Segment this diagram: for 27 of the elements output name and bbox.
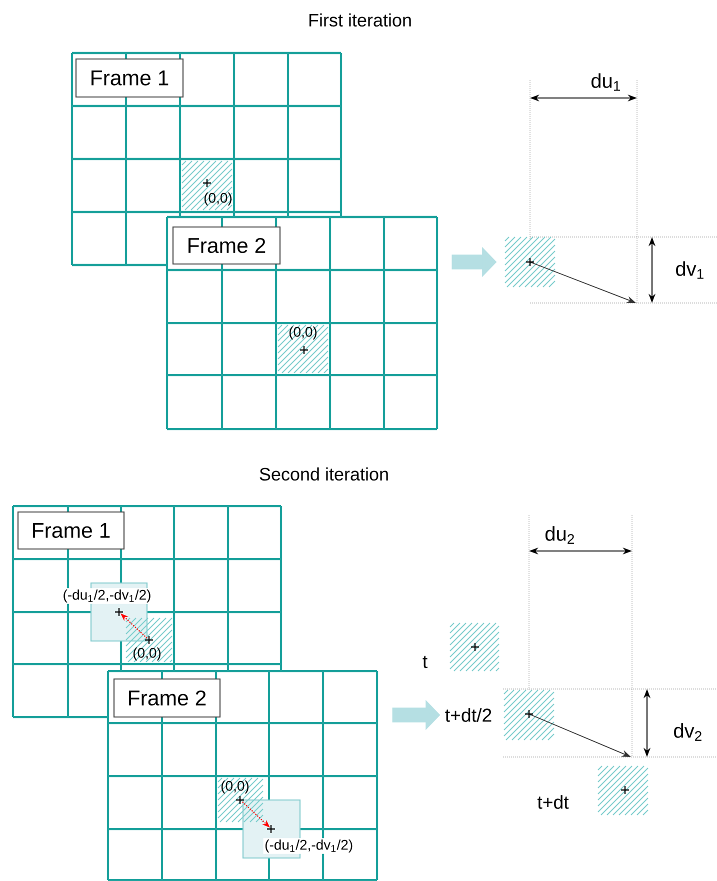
- hatched-square: [504, 236, 556, 288]
- dimension-label: dv$_{2}$: [674, 723, 702, 741]
- frame-label: Frame 1: [75, 58, 184, 98]
- heading: Second iteration: [260, 467, 388, 481]
- coordinate-label: (0,0): [289, 326, 317, 340]
- heading: First iteration: [309, 13, 411, 27]
- coordinate-label: (0,0): [204, 192, 232, 206]
- hatched-square: [182, 160, 232, 210]
- frame-label: Frame 2: [113, 678, 221, 718]
- hatched-square: [598, 766, 648, 816]
- hatched-square: [278, 324, 328, 374]
- hatched-square: [504, 690, 554, 740]
- hatched-square: [218, 778, 264, 822]
- dimension-label: dv$_{1}$: [676, 261, 704, 279]
- dimension-label: du$_{2}$: [546, 526, 574, 544]
- frame-label: Frame 2: [172, 226, 281, 265]
- time-label: t: [422, 656, 428, 668]
- coordinate-label: (-du$_{1}$/2,-dv$_{1}$/2): [61, 588, 153, 604]
- time-label: t+dt/2: [445, 708, 492, 722]
- dimension-label: du$_{1}$: [592, 73, 620, 91]
- hatched-square: [126, 618, 172, 662]
- time-label: t+dt: [537, 795, 569, 809]
- hatched-square: [450, 622, 500, 672]
- frame-label: Frame 1: [17, 511, 125, 550]
- coordinate-label: (-du$_{1}$/2,-dv$_{1}$/2): [263, 838, 354, 854]
- coordinate-label: (0,0): [133, 648, 161, 661]
- coordinate-label: (0,0): [221, 780, 249, 794]
